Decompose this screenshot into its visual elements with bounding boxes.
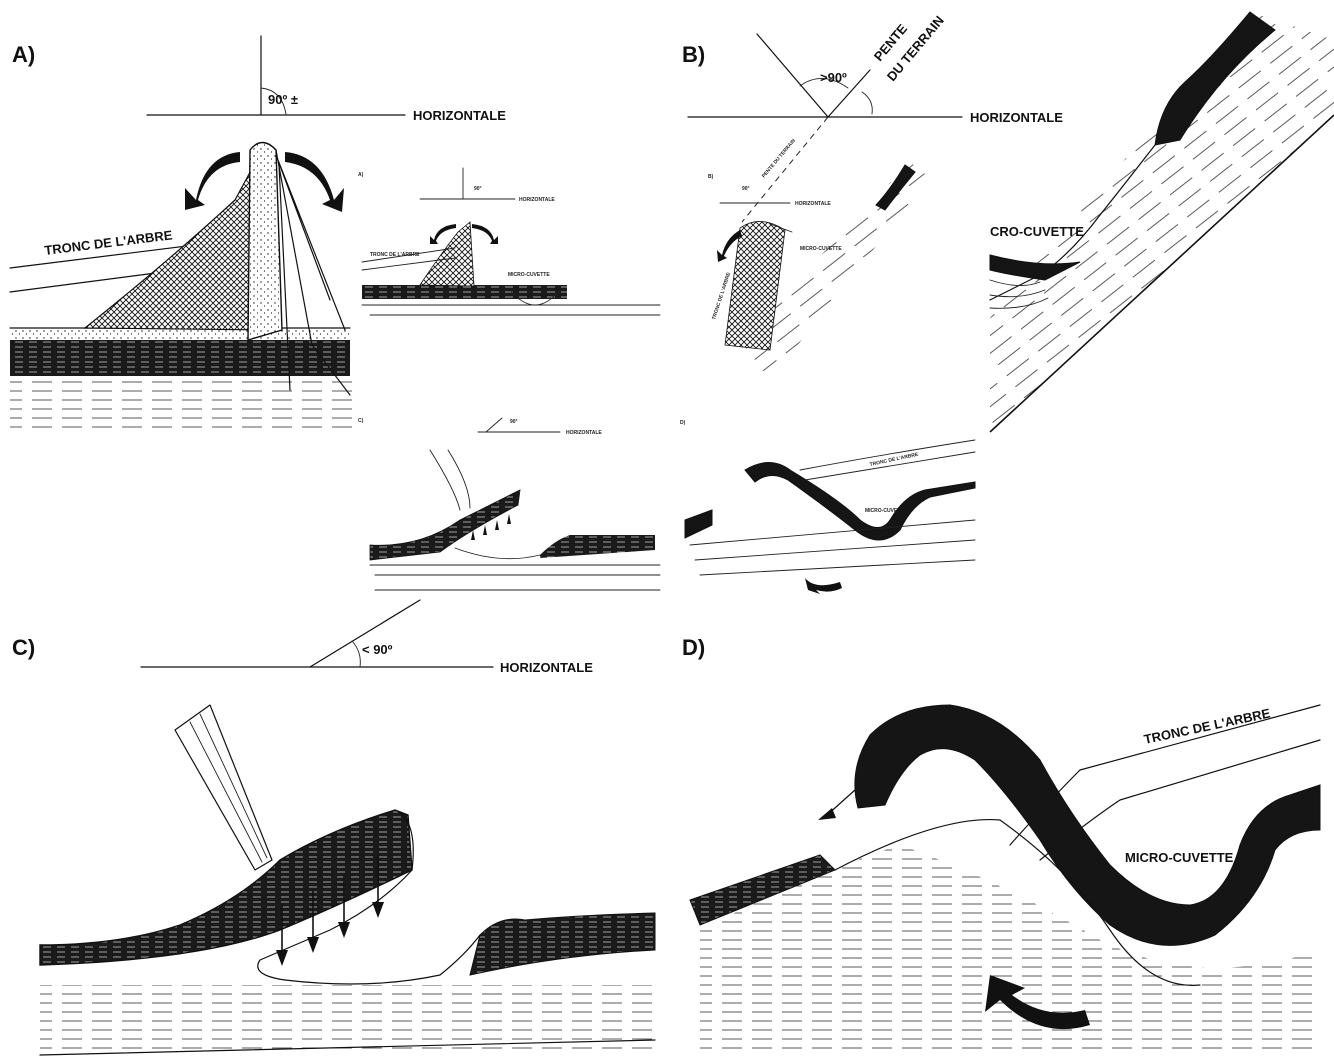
panel-b-perpendicular-line	[757, 34, 828, 117]
panel-b-horizontal-label: HORIZONTALE	[970, 110, 1063, 125]
panel-c-angle-label: < 90º	[362, 642, 393, 657]
thumb-d-label: D)	[680, 420, 686, 426]
thumbnail-d: D) TRONC DE L'ARBRE MICRO-CUVETTE	[680, 420, 975, 594]
thumb-c-trunk	[430, 450, 470, 510]
panel-b-label: B)	[682, 42, 705, 67]
panel-a-horizontal-label: HORIZONTALE	[413, 108, 506, 123]
panel-c: C) < 90º HORIZONTALE	[12, 600, 655, 1055]
thumb-d-left-dark	[685, 510, 712, 538]
panel-c-dark-soil	[40, 810, 412, 965]
thumb-d-soil-lines	[690, 520, 975, 575]
panel-c-horizontal-label: HORIZONTALE	[500, 660, 593, 675]
thumb-a-horizontal-label: HORIZONTALE	[519, 197, 555, 203]
thumb-c-angle: 90°	[510, 419, 518, 425]
panel-d-trunk-label: TRONC DE L'ARBRE	[1143, 705, 1272, 747]
thumb-c-horizontal-label: HORIZONTALE	[566, 430, 602, 436]
thumb-b-label: B)	[708, 174, 714, 180]
thumb-b-horizontal-label: HORIZONTALE	[795, 201, 831, 207]
panel-b: B) >90º PENTE DU TERRAIN HORIZONTALE CRO…	[682, 12, 1334, 432]
panel-c-right-dark	[470, 913, 655, 975]
panel-a: A) 90º ± HORIZONTALE TRONC DE L'ARBRE	[10, 36, 506, 433]
panel-a-upturned-soil	[248, 143, 282, 341]
thumb-c-slope-line	[486, 418, 502, 432]
panel-a-trunk-label: TRONC DE L'ARBRE	[44, 227, 174, 258]
panel-c-trunk-grain	[190, 714, 267, 862]
panel-a-label: A)	[12, 42, 35, 67]
panel-d-micro-label: MICRO-CUVETTE	[1125, 850, 1234, 865]
thumb-c-soil-lines	[370, 565, 660, 590]
panel-a-soil-lines	[10, 378, 355, 433]
thumb-c-right-dark	[540, 535, 655, 558]
panel-b-slope-arc	[862, 92, 872, 114]
thumb-b-slope: PENTE DU TERRAIN	[761, 138, 797, 180]
thumb-a-micro-label: MICRO-CUVETTE	[508, 272, 550, 278]
panel-c-angle-arc	[352, 641, 360, 667]
thumb-a-angle: 90°	[474, 186, 482, 192]
thumb-c-label: C)	[358, 418, 364, 424]
panel-a-angle-label: 90º ±	[268, 92, 298, 107]
thumb-a-right-arrow-icon	[472, 224, 498, 244]
panel-b-angle-label: >90º	[820, 70, 847, 85]
thumb-c-hollow	[455, 548, 540, 559]
thumbnail-b: B) 90° PENTE DU TERRAIN HORIZONTALE MICR…	[708, 138, 930, 380]
panel-b-slope-soil	[990, 12, 1334, 432]
thumb-d-dark-fold	[745, 463, 975, 541]
panel-a-dark-soil	[10, 340, 350, 376]
panel-d: D) TRONC DE L'ARBRE MICRO-CUVETTE	[682, 635, 1320, 1050]
thumbnail-c: C) 90° HORIZONTALE	[358, 418, 660, 590]
panel-a-left-arrow-icon	[185, 152, 240, 210]
thumb-d-arrow-icon	[805, 578, 842, 594]
panel-c-soil-lines	[40, 985, 655, 1055]
thumbnail-a: A) 90° HORIZONTALE TRONC DE L'ARBRE MICR…	[358, 168, 660, 315]
thumb-a-root-mass	[420, 222, 474, 286]
thumb-b-angle: 90°	[742, 186, 750, 192]
panel-d-label: D)	[682, 635, 705, 660]
thumb-a-dark-soil	[362, 285, 567, 299]
thumb-a-soil-lines	[362, 305, 660, 315]
panel-b-micro-label: CRO-CUVETTE	[990, 224, 1084, 239]
panel-c-label: C)	[12, 635, 35, 660]
thumb-a-label: A)	[358, 172, 364, 178]
